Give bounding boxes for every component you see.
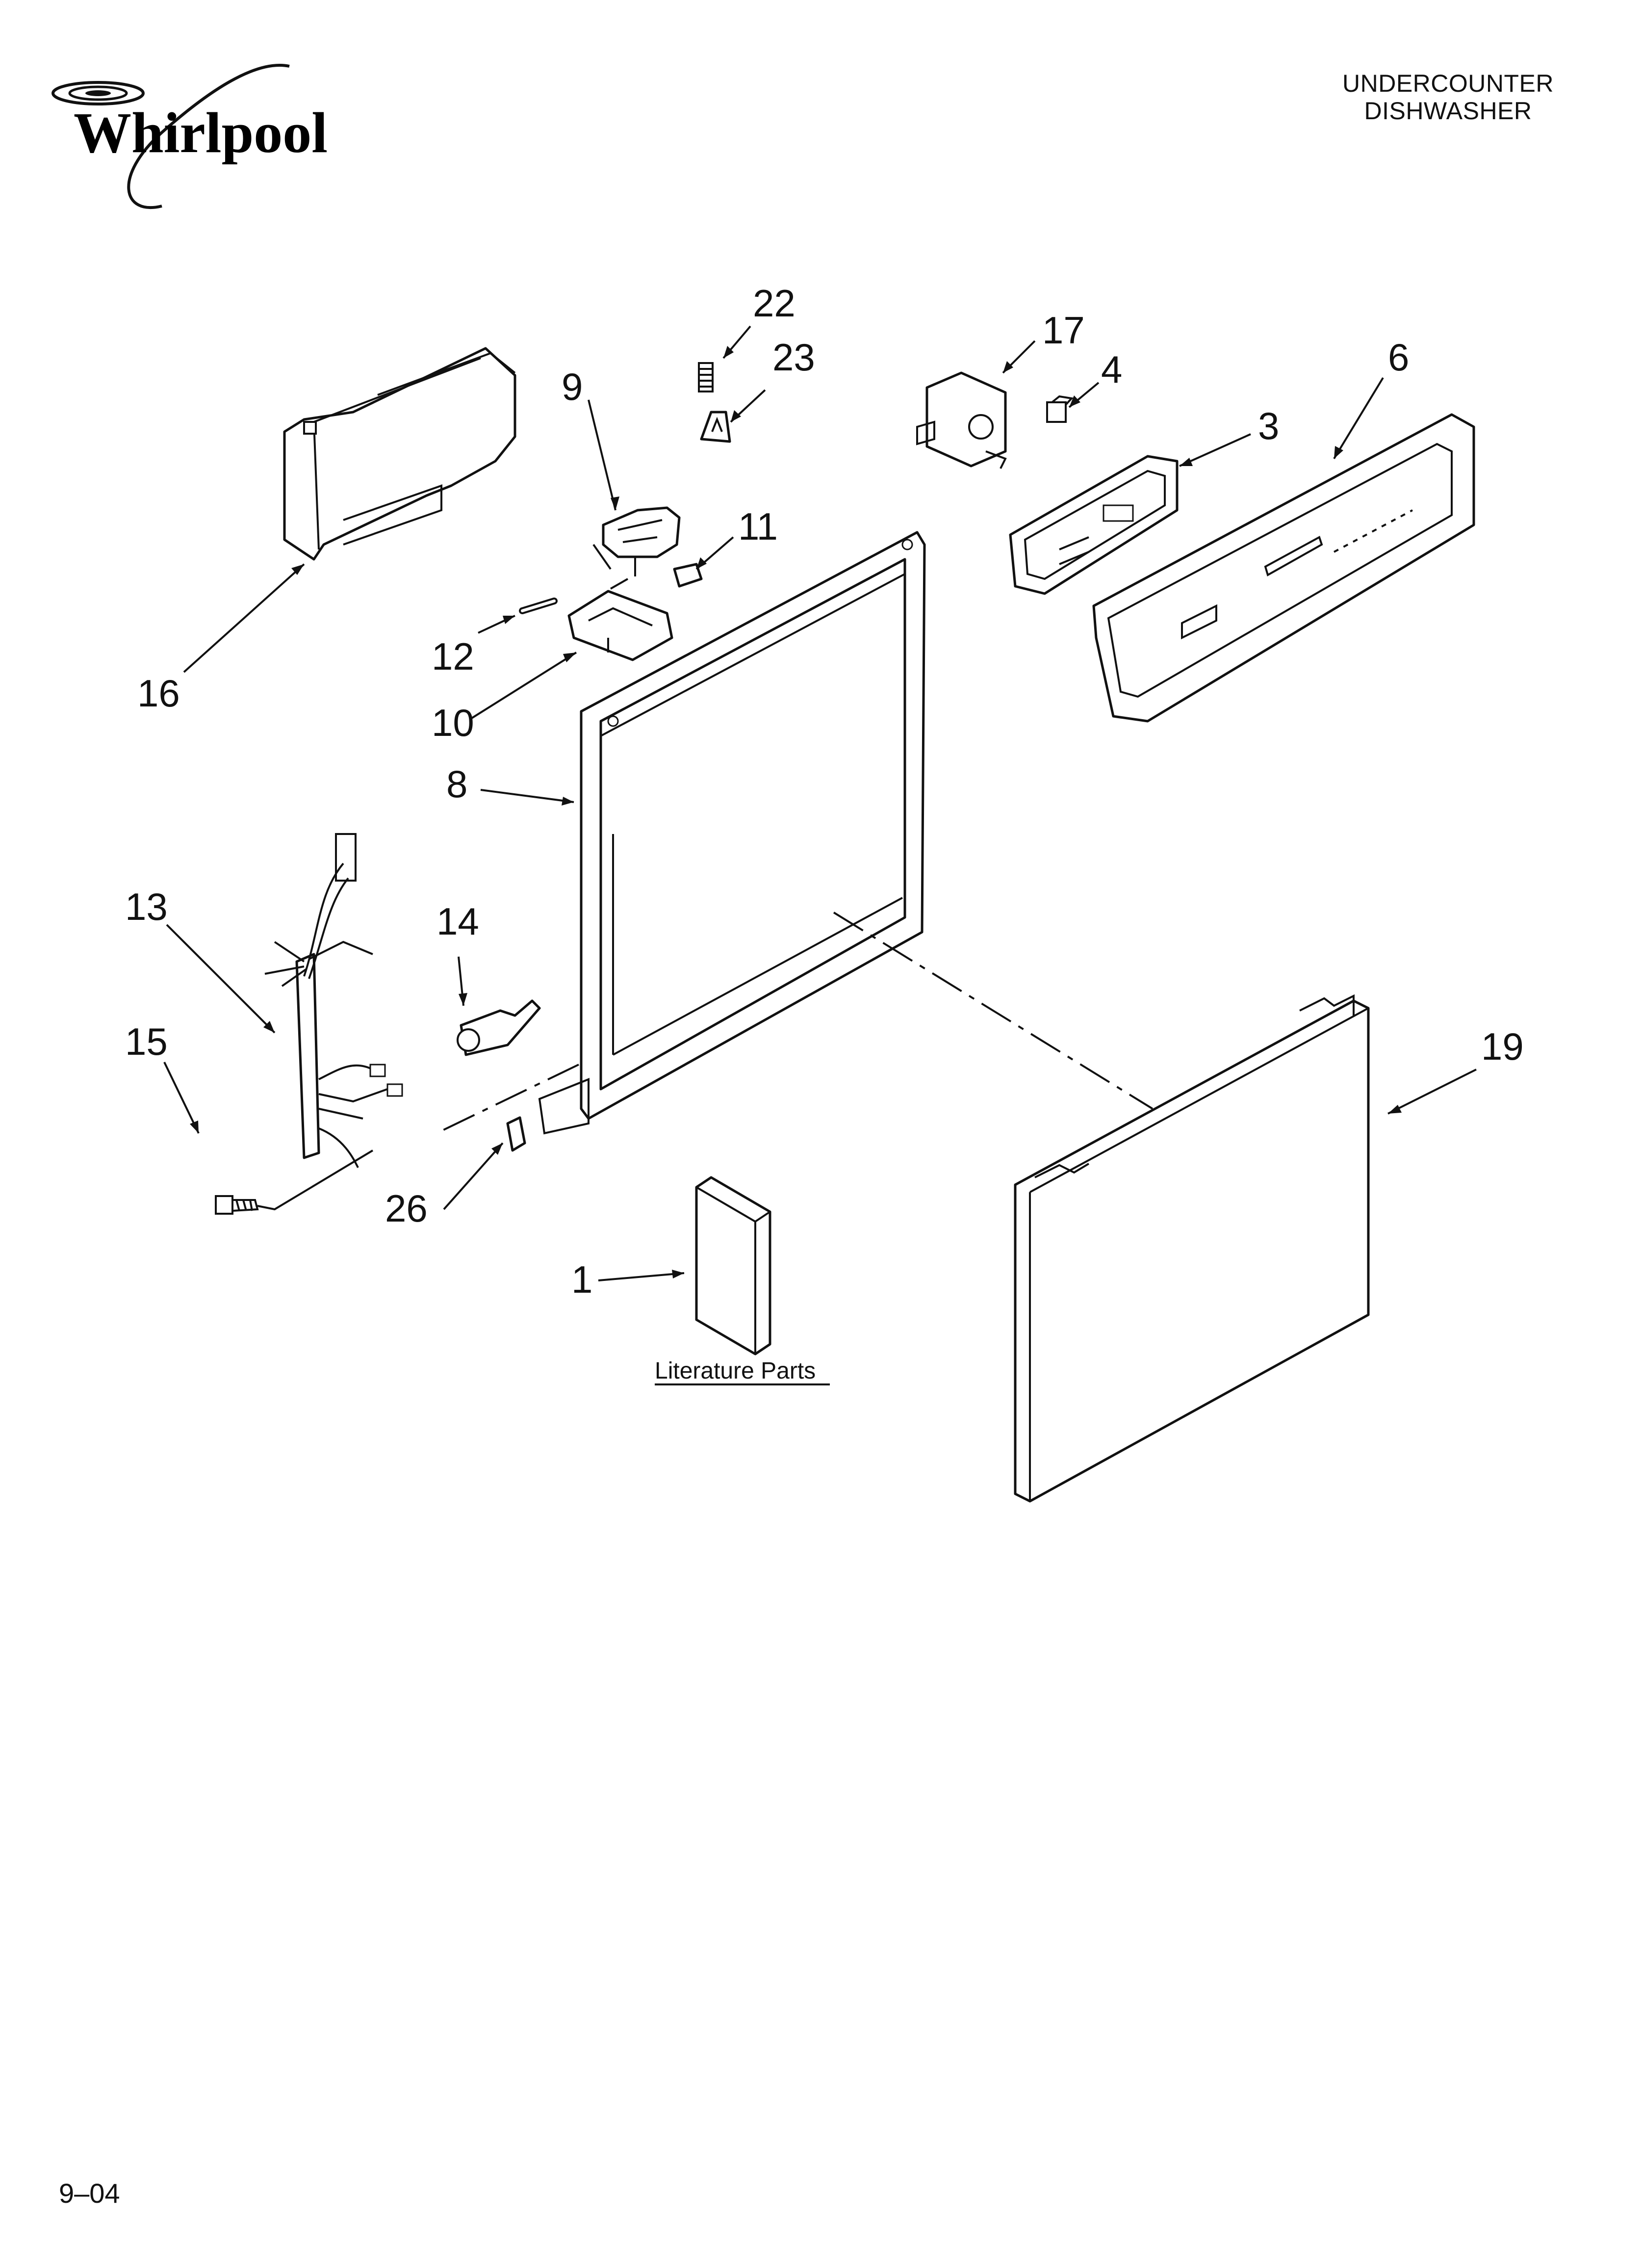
callout-11: 11 <box>738 505 778 548</box>
heading-line-1: UNDERCOUNTER <box>1342 70 1554 97</box>
part-4-switch <box>1046 395 1074 423</box>
leader-arrowheads <box>190 346 1402 1278</box>
callout-3: 3 <box>1258 404 1279 447</box>
part-12-pin <box>519 598 558 614</box>
heading-line-2: DISHWASHER <box>1364 97 1532 125</box>
callout-9: 9 <box>562 365 583 408</box>
callout-4: 4 <box>1101 348 1122 391</box>
callout-10: 10 <box>432 701 474 744</box>
part-17-control-assembly <box>916 371 1007 469</box>
callout-13: 13 <box>125 885 168 928</box>
callout-1: 1 <box>571 1258 592 1301</box>
brand-wordmark: Whirlpool <box>74 101 328 165</box>
callout-23: 23 <box>772 336 815 379</box>
part-8-door-frame <box>538 531 926 1135</box>
literature-parts-label: Literature Parts <box>655 1358 816 1384</box>
part-26-clip <box>506 1116 526 1152</box>
part-19-outer-door-panel <box>1014 994 1370 1503</box>
part-14-connector <box>457 999 541 1056</box>
callout-6: 6 <box>1388 336 1409 379</box>
callout-17: 17 <box>1042 309 1085 352</box>
revision-date: 9–04 <box>59 2178 120 2209</box>
callout-19: 19 <box>1481 1025 1524 1068</box>
part-6-control-panel <box>1092 413 1475 723</box>
callout-labels: 22 23 9 11 12 10 8 17 4 3 6 16 13 14 15 … <box>125 282 1524 1301</box>
callout-16: 16 <box>137 672 180 715</box>
callout-14: 14 <box>436 900 479 943</box>
part-13-wire-harness <box>264 833 403 1168</box>
assembly-lines <box>436 544 1154 1134</box>
literature-caption: Literature Parts <box>655 1358 830 1385</box>
callout-26: 26 <box>385 1187 428 1230</box>
part-10-latch-housing <box>567 590 673 661</box>
callout-8: 8 <box>446 762 467 806</box>
part-9-door-latch <box>602 506 681 576</box>
callout-15: 15 <box>125 1020 168 1063</box>
part-3-user-interface <box>1009 455 1179 595</box>
part-11-switch <box>673 563 703 588</box>
part-23-clip <box>700 411 731 443</box>
callout-22: 22 <box>753 282 795 325</box>
part-15-screw <box>215 1149 374 1215</box>
whirlpool-logo: Whirlpool <box>51 64 328 209</box>
appliance-type-heading: UNDERCOUNTER DISHWASHER <box>1342 70 1554 125</box>
part-22-spring <box>698 362 714 392</box>
callout-12: 12 <box>432 635 474 678</box>
part-1-literature <box>695 1176 771 1356</box>
part-16-top-shield <box>283 347 516 561</box>
